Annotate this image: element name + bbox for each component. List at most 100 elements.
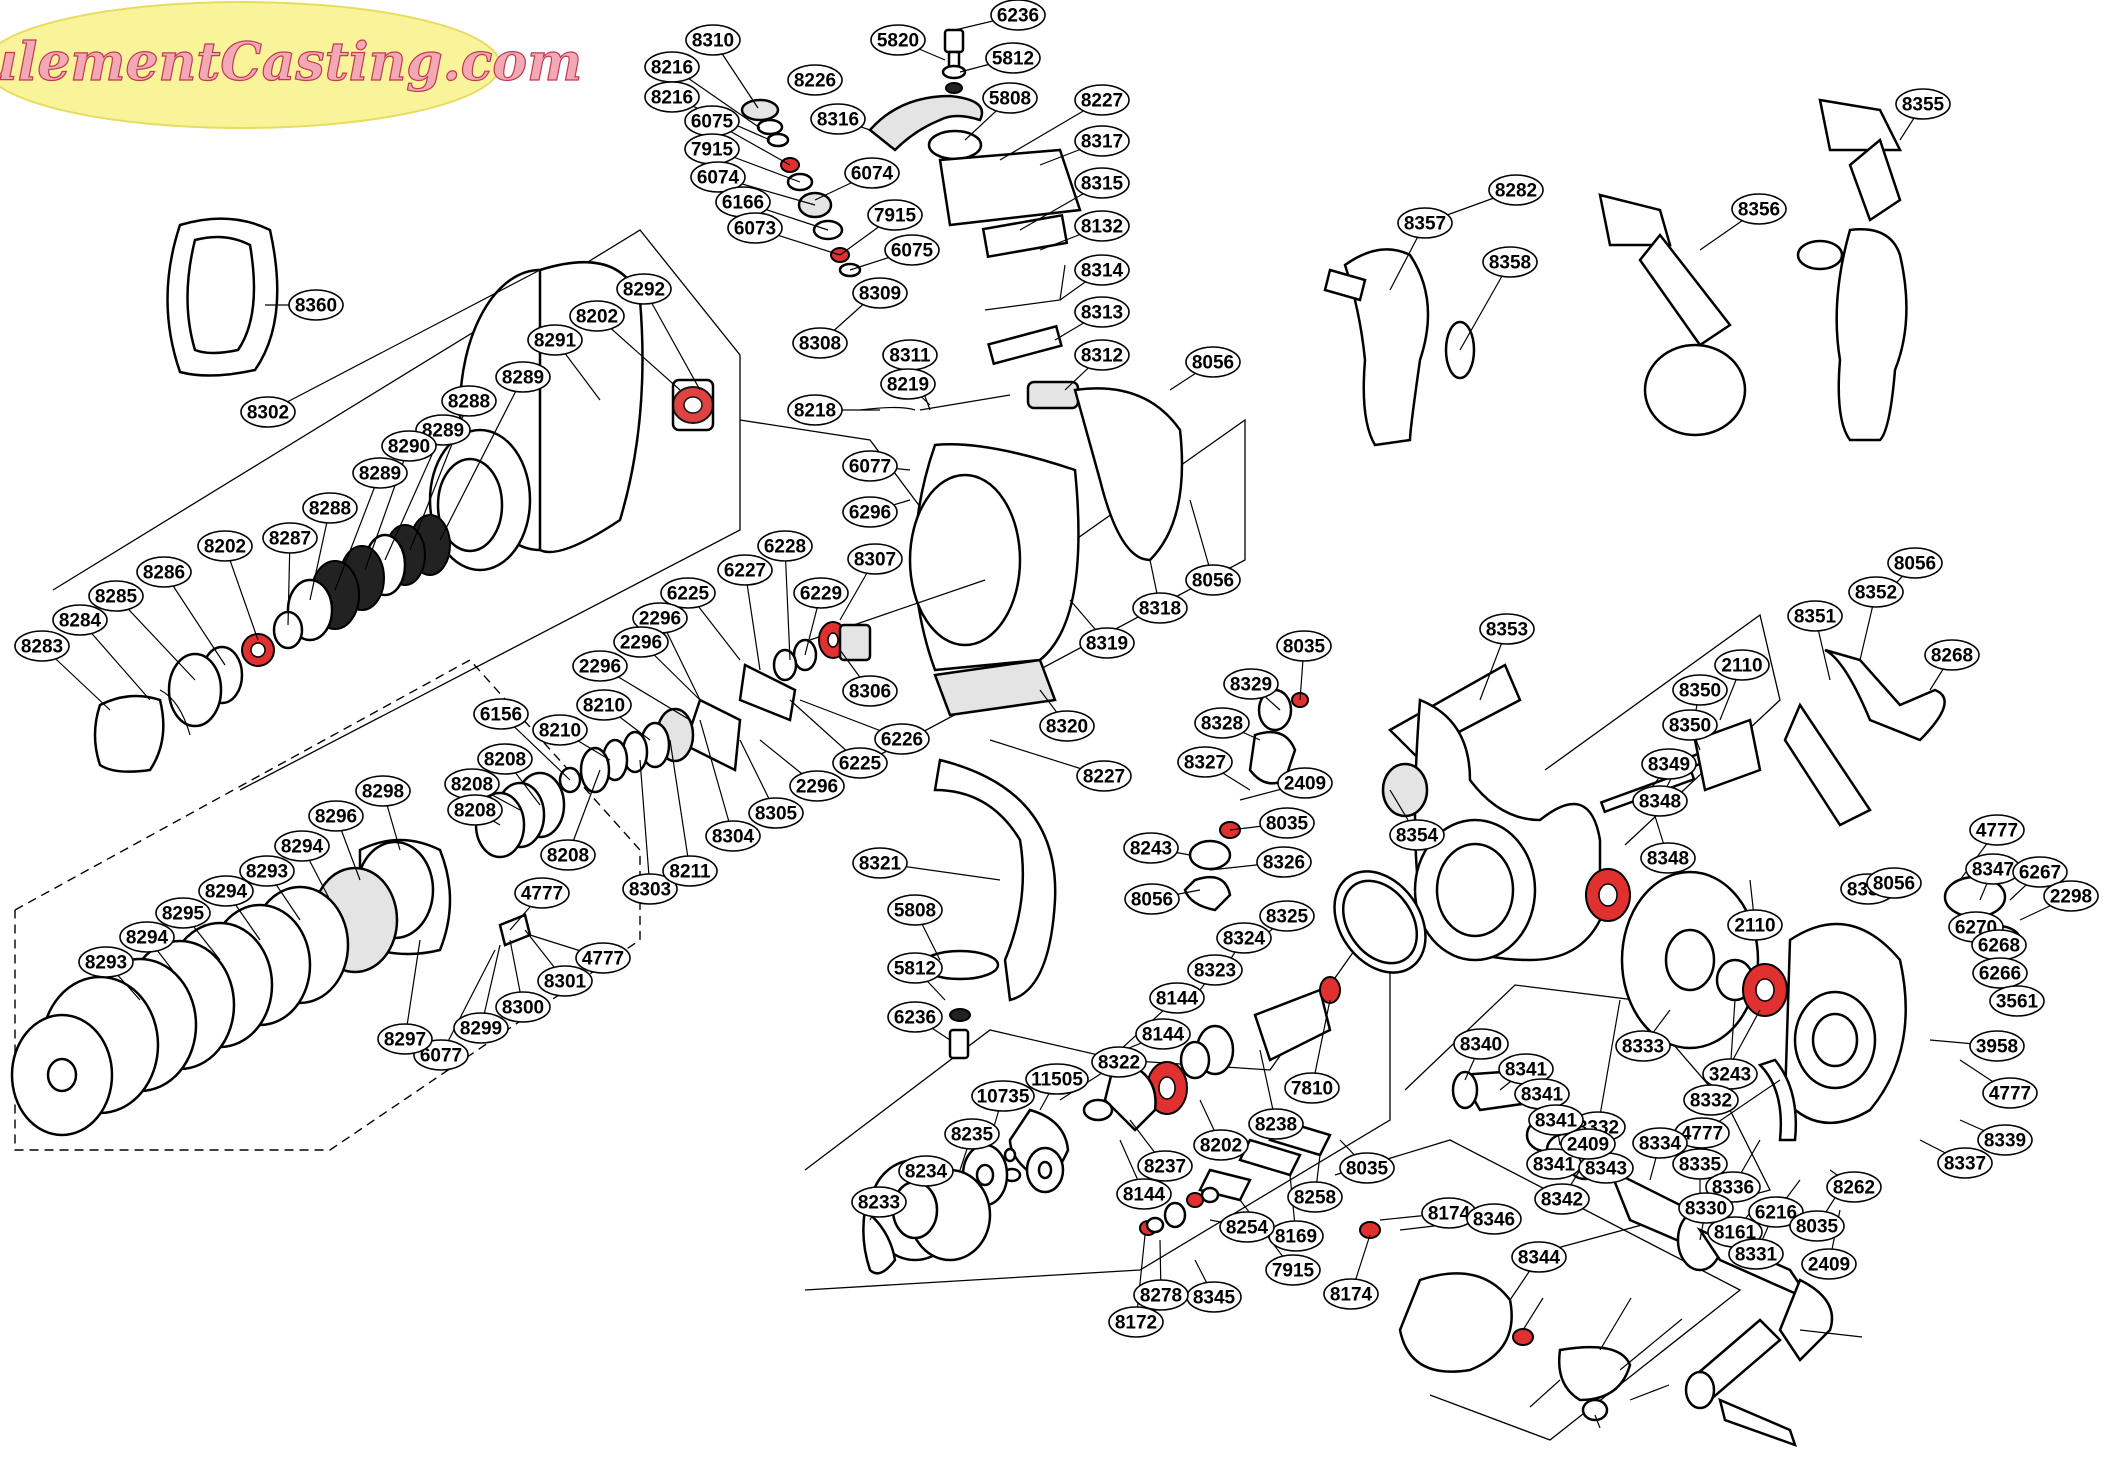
part-callout-8326: 8326 xyxy=(1256,846,1312,878)
rotor-nut-and-shaft xyxy=(474,621,872,859)
part-callout-8355: 8355 xyxy=(1895,88,1951,120)
callout-oval xyxy=(1248,1108,1304,1140)
part-number: 7915 xyxy=(1272,1261,1315,1282)
part-callout-8321: 8321 xyxy=(852,847,908,879)
part-number: 8202 xyxy=(204,537,246,558)
part-callout-4777: 4777 xyxy=(514,877,570,909)
part-callout-8056: 8056 xyxy=(1185,564,1241,596)
part-callout-8328: 8328 xyxy=(1194,707,1250,739)
leader-line xyxy=(699,719,734,837)
part-callout-8208: 8208 xyxy=(540,839,596,871)
part-number: 8227 xyxy=(1083,767,1125,788)
callout-oval xyxy=(572,650,628,682)
drag-washer-stack xyxy=(10,838,532,1137)
part-callout-8341: 8341 xyxy=(1526,1148,1582,1180)
part-callout-8309: 8309 xyxy=(852,277,908,309)
leader-line xyxy=(1529,1379,1561,1408)
part-number: 4777 xyxy=(521,884,563,905)
part-callout-2110: 2110 xyxy=(1727,909,1783,941)
part-callout-8169: 8169 xyxy=(1268,1220,1324,1252)
callout-oval xyxy=(793,577,849,609)
part-number: 8291 xyxy=(534,331,577,352)
part-callout-8283: 8283 xyxy=(14,630,70,662)
part-number: 6236 xyxy=(894,1008,936,1029)
part-number: 8268 xyxy=(1931,646,1973,667)
callout-oval xyxy=(1534,1183,1590,1215)
part-number: 6216 xyxy=(1755,1203,1797,1224)
part-number: 6236 xyxy=(997,6,1039,27)
part-callout-8144: 8144 xyxy=(1116,1178,1172,1210)
callout-oval xyxy=(1074,296,1130,328)
part-number: 8208 xyxy=(547,846,589,867)
part-callout-8314: 8314 xyxy=(1074,254,1130,286)
part-number: 8035 xyxy=(1796,1217,1839,1238)
part-number: 8299 xyxy=(460,1019,502,1040)
part-number: 8285 xyxy=(95,587,138,608)
callout-oval xyxy=(867,199,923,231)
part-number: 6266 xyxy=(1979,964,2021,985)
part-callout-8301: 8301 xyxy=(537,965,593,997)
part-number: 6228 xyxy=(764,537,806,558)
part-number: 8310 xyxy=(692,31,734,52)
callout-oval xyxy=(852,847,908,879)
part-number: 6296 xyxy=(849,503,891,524)
part-callout-2409: 2409 xyxy=(1801,1248,1857,1280)
leader-line xyxy=(267,269,541,413)
leader-line xyxy=(224,545,259,641)
part-callout-8333: 8333 xyxy=(1615,1030,1671,1062)
part-number: 6074 xyxy=(851,164,894,185)
part-number: 8343 xyxy=(1585,1159,1627,1180)
part-number: 8305 xyxy=(755,804,798,825)
part-callout-6229: 6229 xyxy=(793,577,849,609)
part-callout-6216: 6216 xyxy=(1748,1196,1804,1228)
part-number: 4777 xyxy=(1976,821,2018,842)
leader-line xyxy=(1619,1318,1683,1371)
part-number: 8169 xyxy=(1275,1227,1317,1248)
part-callout-8334: 8334 xyxy=(1632,1127,1688,1159)
part-number: 2409 xyxy=(1284,774,1326,795)
part-number: 3958 xyxy=(1976,1037,2018,1058)
callout-oval xyxy=(1989,985,2045,1017)
part-callout-8345: 8345 xyxy=(1186,1281,1242,1313)
leader-line xyxy=(639,759,651,890)
callout-oval xyxy=(352,457,408,489)
part-callout-8341: 8341 xyxy=(1498,1053,1554,1085)
part-number: 8350 xyxy=(1669,716,1711,737)
callout-oval xyxy=(1937,1147,1993,1179)
part-number: 6229 xyxy=(800,584,842,605)
part-callout-6075: 6075 xyxy=(684,105,740,137)
callout-oval xyxy=(1397,207,1453,239)
part-number: 6268 xyxy=(1978,936,2020,957)
callout-oval xyxy=(1193,1129,1249,1161)
callout-oval xyxy=(1727,909,1783,941)
leader-line xyxy=(669,739,691,872)
callout-oval xyxy=(887,894,943,926)
part-labels: 8310821682166075791560746166607382268316… xyxy=(14,0,2099,1338)
callout-oval xyxy=(1615,1030,1671,1062)
callout-oval xyxy=(1076,760,1132,792)
part-number: 8348 xyxy=(1639,792,1681,813)
part-number: 6073 xyxy=(734,219,776,240)
part-callout-8295: 8295 xyxy=(155,897,211,929)
part-number: 8344 xyxy=(1518,1248,1561,1269)
part-number: 2296 xyxy=(579,657,621,678)
part-number: 7810 xyxy=(1291,1079,1333,1100)
part-number: 8347 xyxy=(1972,860,2014,881)
callout-oval xyxy=(1969,814,2025,846)
part-number: 3561 xyxy=(1996,992,2039,1013)
callout-oval xyxy=(1187,954,1243,986)
part-number: 8337 xyxy=(1944,1154,1986,1175)
callout-oval xyxy=(1074,84,1130,116)
part-number: 8314 xyxy=(1081,261,1124,282)
part-number: 6225 xyxy=(667,584,710,605)
part-callout-6077: 6077 xyxy=(842,450,898,482)
part-number: 8056 xyxy=(1131,890,1173,911)
part-number: 2296 xyxy=(796,777,838,798)
callout-oval xyxy=(136,556,192,588)
callout-oval xyxy=(1223,668,1279,700)
part-callout-2296: 2296 xyxy=(572,650,628,682)
part-callout-8056: 8056 xyxy=(1866,867,1922,899)
part-callout-8299: 8299 xyxy=(453,1012,509,1044)
callout-oval xyxy=(1284,1072,1340,1104)
callout-oval xyxy=(842,496,898,528)
